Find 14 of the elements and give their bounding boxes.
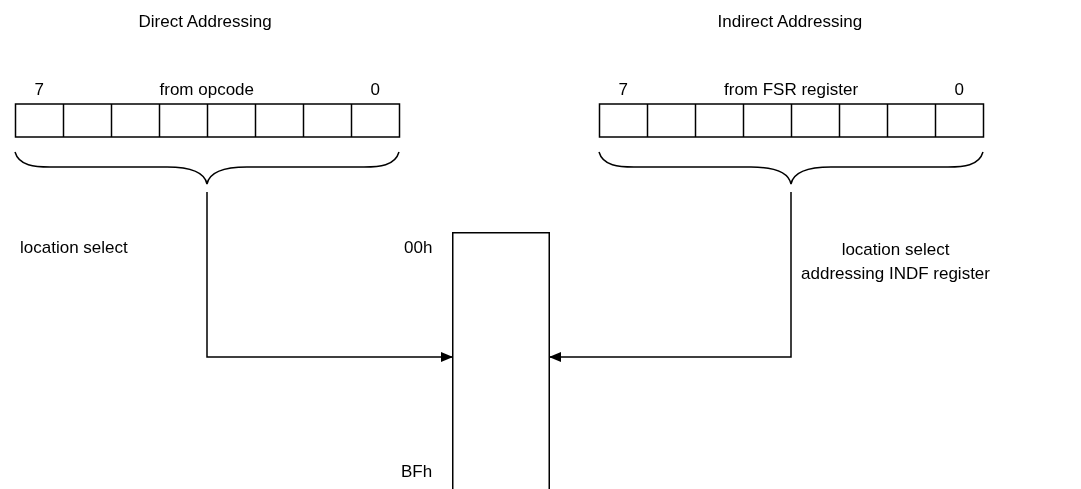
heading: Direct Addressing: [138, 12, 272, 32]
heading: Indirect Addressing: [717, 12, 863, 32]
bit-number: 7: [34, 80, 44, 100]
arrow: [206, 191, 453, 362]
address-label: BFh: [401, 462, 433, 482]
bit-number: 7: [618, 80, 628, 100]
bit-number: 0: [370, 80, 380, 100]
register-name: from FSR register: [724, 80, 859, 100]
arrow: [549, 191, 792, 362]
edge-label: location select addressing INDF register: [800, 239, 991, 285]
address-label: 00h: [404, 238, 433, 258]
edge-label: location select: [20, 238, 128, 258]
register-name: from opcode: [159, 80, 254, 100]
bit-number: 0: [954, 80, 964, 100]
